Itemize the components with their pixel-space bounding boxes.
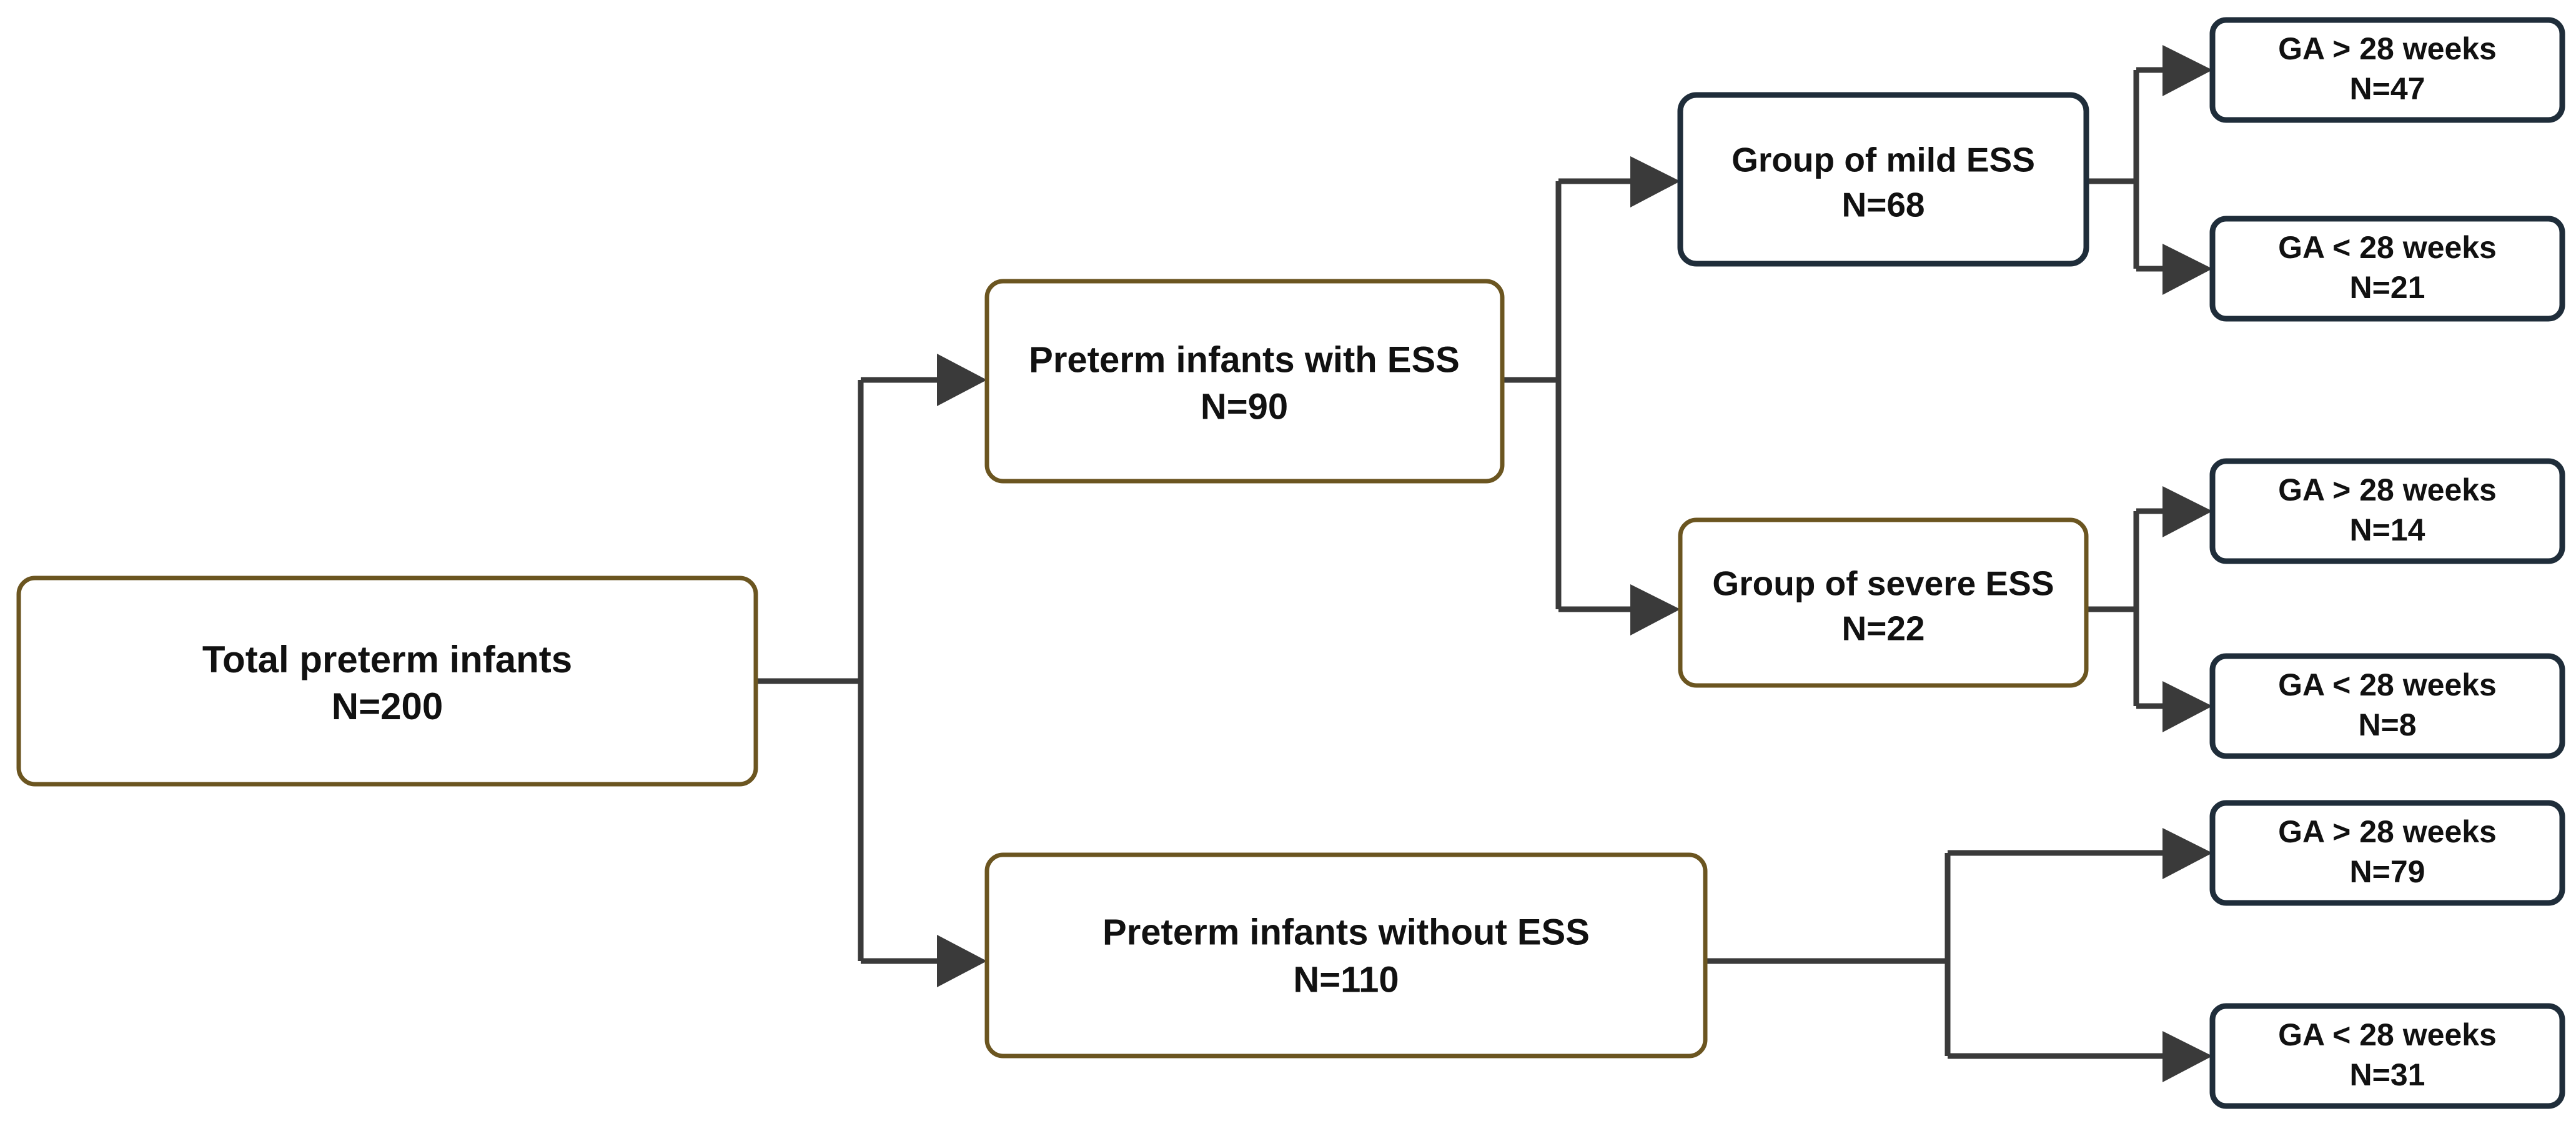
node-preterm-infants-without-ess[interactable]: Preterm infants without ESS N=110 [984,852,1708,1059]
arrow-head-icon [937,935,987,987]
node-label-line1: Group of severe ESS [1712,564,2054,603]
node-box-preterm-infants-without-ess[interactable] [984,852,1708,1059]
node-box-severe-ga-over-28[interactable] [2209,458,2565,564]
arrow-head-icon [1630,156,1680,207]
connector-mild-ess-split [2086,45,2212,295]
node-mild-ga-over-28[interactable]: GA > 28 weeks N=47 [2209,17,2565,123]
node-label-line2: N=22 [1841,609,1925,648]
node-label-line1: Group of mild ESS [1731,141,2035,179]
node-label-line1: GA < 28 weeks [2278,1017,2497,1052]
connector-with-ess-split [1502,156,1680,635]
node-label-line1: GA < 28 weeks [2278,667,2497,702]
node-box-mild-ga-over-28[interactable] [2209,17,2565,123]
node-label-line2: N=200 [332,685,443,727]
node-label-line1: GA > 28 weeks [2278,472,2497,507]
node-severe-ga-under-28[interactable]: GA < 28 weeks N=8 [2209,653,2565,759]
arrow-head-icon [2162,828,2212,879]
node-without-ess-ga-over-28[interactable]: GA > 28 weeks N=79 [2209,800,2565,906]
node-box-preterm-infants-with-ess[interactable] [984,279,1505,484]
node-box-total-preterm-infants[interactable] [16,575,758,787]
node-label-line2: N=110 [1293,959,1399,1000]
node-label-line2: N=90 [1201,386,1288,427]
connector-severe-ess-split [2086,486,2212,732]
arrow-head-icon [2162,45,2212,96]
node-box-mild-ga-under-28[interactable] [2209,216,2565,322]
node-label-line2: N=79 [2350,854,2425,889]
node-box-severe-ga-under-28[interactable] [2209,653,2565,759]
node-label-line1: GA > 28 weeks [2278,31,2497,66]
node-total-preterm-infants[interactable]: Total preterm infants N=200 [16,575,758,787]
arrow-head-icon [2162,486,2212,537]
arrow-head-icon [2162,681,2212,732]
arrow-head-icon [2162,1031,2212,1082]
node-label-line2: N=21 [2350,270,2425,305]
node-without-ess-ga-under-28[interactable]: GA < 28 weeks N=31 [2209,1003,2565,1109]
node-mild-ga-under-28[interactable]: GA < 28 weeks N=21 [2209,216,2565,322]
node-label-line2: N=68 [1841,186,1925,224]
arrow-head-icon [2162,244,2212,295]
node-label-line2: N=31 [2350,1057,2425,1092]
node-label-line1: GA < 28 weeks [2278,230,2497,265]
node-label-line2: N=47 [2350,71,2425,106]
node-label-line2: N=14 [2350,512,2425,547]
node-box-group-of-severe-ess[interactable] [1678,517,2089,688]
arrow-head-icon [937,354,987,406]
node-label-line1: Preterm infants with ESS [1029,339,1460,380]
connector-without-ess-split [1705,828,2212,1082]
node-box-without-ess-ga-under-28[interactable] [2209,1003,2565,1109]
node-group-of-mild-ess[interactable]: Group of mild ESS N=68 [1677,92,2089,267]
node-preterm-infants-with-ess[interactable]: Preterm infants with ESS N=90 [984,279,1505,484]
node-label-line1: Total preterm infants [202,639,572,680]
node-box-without-ess-ga-over-28[interactable] [2209,800,2565,906]
node-label-line1: Preterm infants without ESS [1102,912,1590,952]
node-label-line1: GA > 28 weeks [2278,814,2497,849]
node-group-of-severe-ess[interactable]: Group of severe ESS N=22 [1678,517,2089,688]
node-label-line2: N=8 [2358,707,2416,742]
node-box-group-of-mild-ess[interactable] [1677,92,2089,267]
arrow-head-icon [1630,584,1680,635]
node-severe-ga-over-28[interactable]: GA > 28 weeks N=14 [2209,458,2565,564]
connector-root-split [756,354,987,987]
